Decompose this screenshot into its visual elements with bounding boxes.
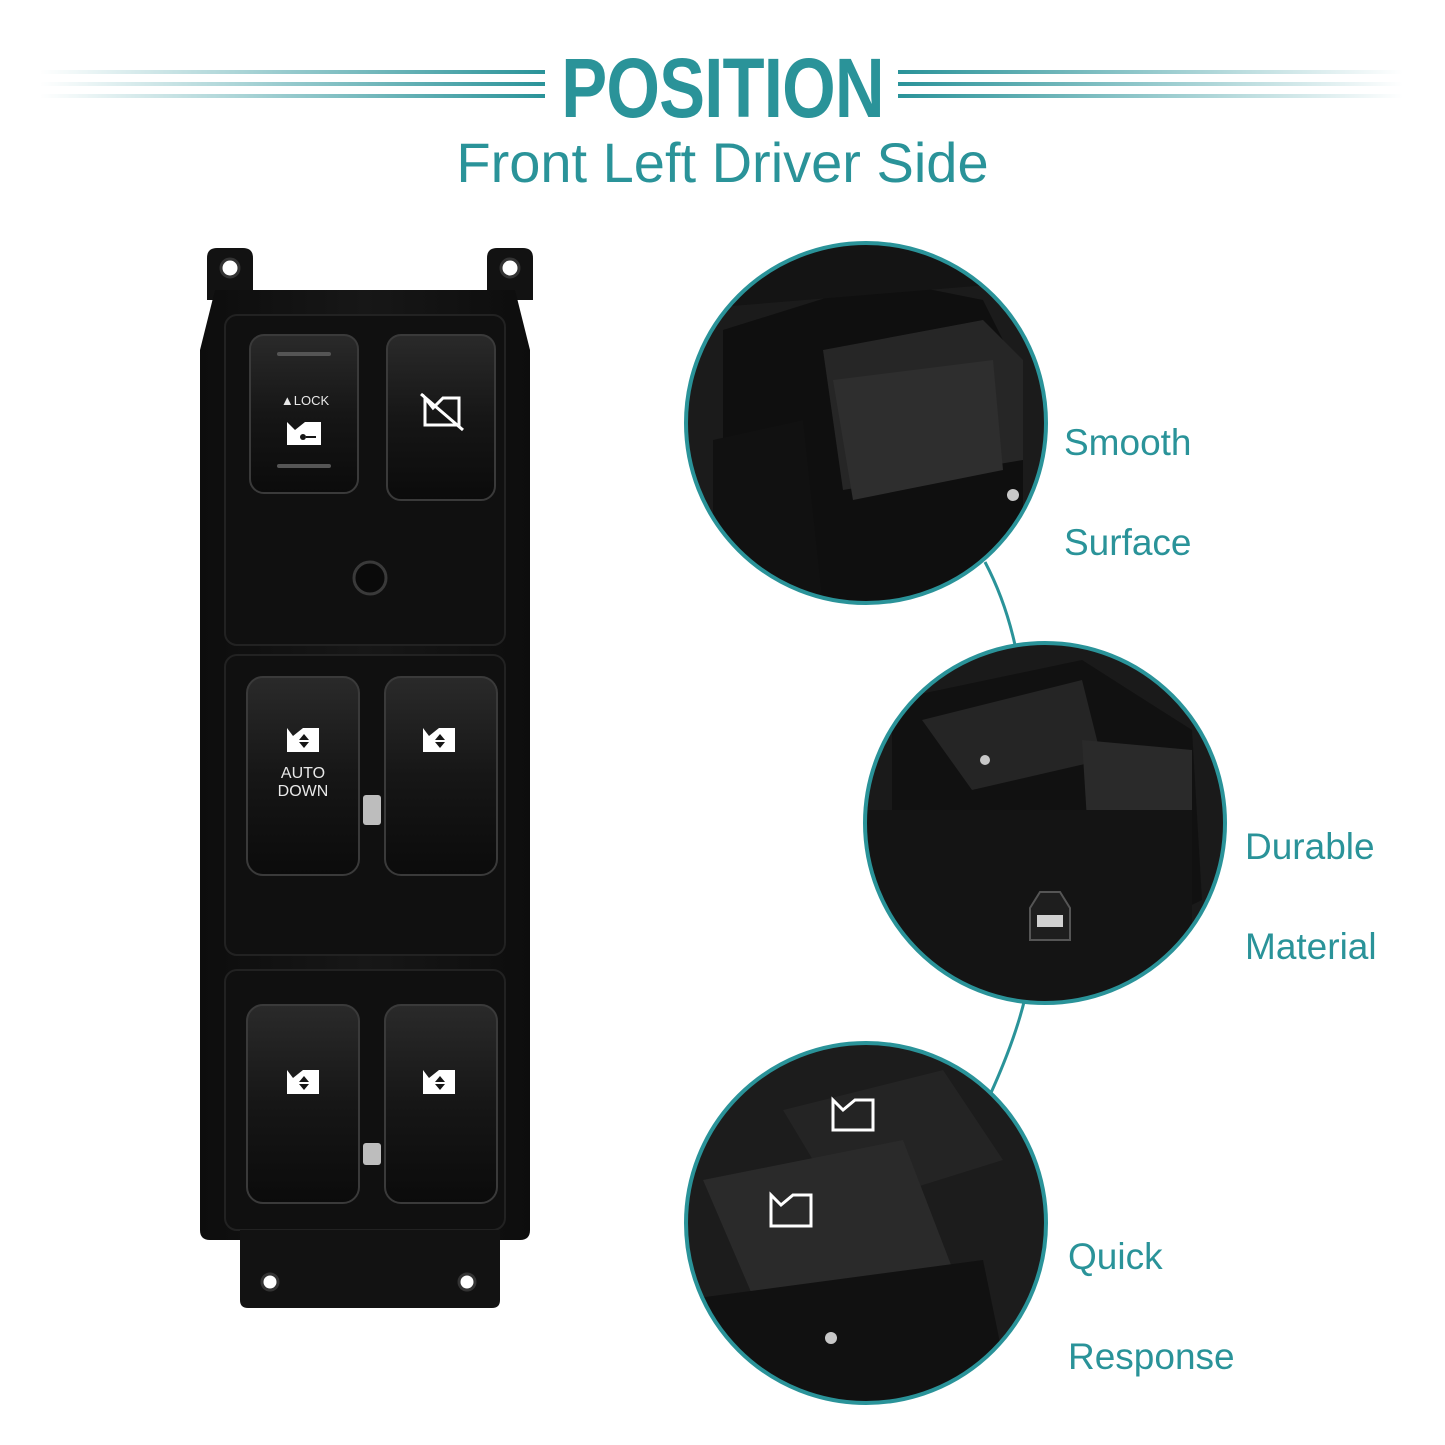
page-subtitle: Front Left Driver Side: [456, 131, 989, 194]
front-left-window-switch[interactable]: AUTO DOWN: [246, 676, 360, 876]
rear-right-window-switch[interactable]: [384, 1004, 498, 1204]
pin: [363, 795, 381, 825]
screw-hole: [457, 1272, 477, 1292]
window-up-down-icon: [287, 728, 319, 752]
title-stripe-left-2: [40, 82, 545, 86]
title-stripe-left-1: [40, 70, 545, 74]
mount-tab-bottom: [240, 1230, 500, 1308]
zoom-circle: [684, 1041, 1048, 1405]
title-stripe-left-3: [40, 94, 545, 98]
title-stripe-right-3: [898, 94, 1403, 98]
lock-label: ▲LOCK: [281, 393, 330, 408]
window-switch-panel: ▲LOCK AUTO DOWN: [200, 248, 533, 1308]
screw-hole: [260, 1272, 280, 1292]
window-up-down-icon: [769, 1096, 875, 1228]
feature-label-line1: Durable: [1245, 826, 1375, 867]
auto-down-label-line2: DOWN: [278, 783, 329, 800]
window-up-down-icon: [287, 1070, 319, 1094]
feature-label-line2: Material: [1245, 926, 1377, 967]
feature-label-line2: Surface: [1064, 522, 1192, 563]
zoom-circle: [684, 241, 1048, 605]
door-key-icon: [287, 422, 321, 445]
auto-down-label-line1: AUTO: [281, 765, 325, 782]
header: POSITION Front Left Driver Side: [0, 0, 1445, 220]
pin: [363, 1143, 381, 1165]
lock-button[interactable]: ▲LOCK: [249, 334, 359, 494]
feature-label-line1: Smooth: [1064, 422, 1192, 463]
window-up-down-icon: [423, 1070, 455, 1094]
window-up-down-icon: [423, 728, 455, 752]
center-screw-hole: [352, 560, 388, 596]
feature-label-line2: Response: [1068, 1336, 1235, 1377]
feature-label-line1: Quick: [1068, 1236, 1163, 1277]
screw-hole: [219, 257, 241, 279]
window-lockout-icon: [420, 392, 464, 432]
front-right-window-switch[interactable]: [384, 676, 498, 876]
rear-left-window-switch[interactable]: [246, 1004, 360, 1204]
title-stripe-right-2: [898, 82, 1403, 86]
title-stripe-right-1: [898, 70, 1403, 74]
screw-hole: [499, 257, 521, 279]
page-title: POSITION: [561, 41, 884, 135]
zoom-circle: [863, 641, 1227, 1005]
window-lockout-button[interactable]: [386, 334, 496, 501]
